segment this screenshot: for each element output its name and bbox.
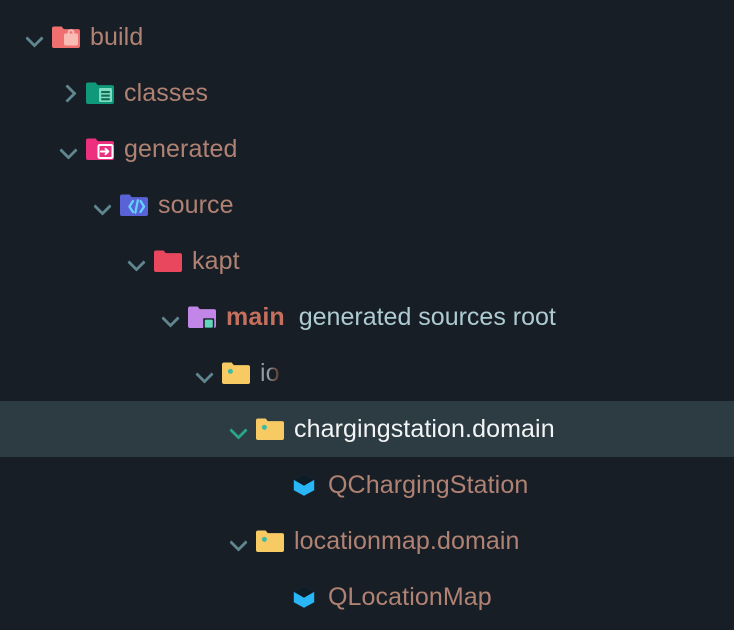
tree-row-main[interactable]: main generated sources root [0,289,734,345]
class-cube-icon [289,470,319,500]
tree-row-label: QLocationMap [328,582,492,611]
tree-row-annotation: generated sources root [298,302,556,331]
tree-row-label-group: kapt [192,247,240,276]
tree-row-label: kapt [192,246,240,275]
folder-package-icon [255,526,285,556]
tree-row-kapt[interactable]: kapt [0,233,734,289]
tree-row-classes[interactable]: classes [0,65,734,121]
tree-row-label: main [226,302,285,331]
tree-row-label: source [158,190,234,219]
tree-row-label: classes [124,78,209,107]
tree-row-label-group: QLocationMap [328,583,492,612]
tree-row-label-group: io [260,359,280,388]
tree-row-label-group: generated [124,135,238,164]
chevron-down-icon[interactable] [157,304,183,330]
chevron-placeholder [259,584,285,610]
chevron-down-icon[interactable] [225,416,251,442]
tree-row-build[interactable]: build [0,9,734,65]
tree-row-label-group: chargingstation.domain [294,415,555,444]
tree-row-label-group: classes [124,79,208,108]
folder-main-icon [187,302,217,332]
chevron-down-icon[interactable] [55,136,81,162]
folder-package-icon [255,414,285,444]
chevron-right-icon[interactable] [55,80,81,106]
chevron-down-icon[interactable] [21,24,47,50]
tree-row-source[interactable]: source [0,177,734,233]
folder-kapt-icon [153,246,183,276]
tree-row-label-group: locationmap.domain [294,527,520,556]
tree-row-label: chargingstation.domain [294,414,555,443]
tree-row-qlocationmap[interactable]: QLocationMap [0,569,734,625]
chevron-down-icon[interactable] [225,528,251,554]
class-cube-icon [289,582,319,612]
chevron-down-icon[interactable] [123,248,149,274]
tree-row-label-group: main generated sources root [226,303,556,332]
folder-package-icon [221,358,251,388]
tree-row-label: locationmap.domain [294,526,520,555]
tree-row-label-group: QChargingStation [328,471,528,500]
tree-row-locationmap-domain[interactable]: locationmap.domain [0,513,734,569]
chevron-down-icon[interactable] [191,360,217,386]
chevron-down-icon[interactable] [89,192,115,218]
tree-row-label: build [90,22,144,51]
tree-row-io[interactable]: io [0,345,734,401]
chevron-placeholder [259,472,285,498]
tree-row-label: generated [124,134,238,163]
folder-classes-icon [85,78,115,108]
tree-row-label-group: source [158,191,234,220]
tree-row-label: QChargingStation [328,470,529,499]
folder-build-icon [51,22,81,52]
tree-row-label: io [260,358,280,387]
tree-row-label-group: build [90,23,143,52]
folder-generated-icon [85,134,115,164]
folder-source-icon [119,190,149,220]
tree-row-chargingstation-domain[interactable]: chargingstation.domain [0,401,734,457]
tree-row-generated[interactable]: generated [0,121,734,177]
tree-row-qchargingstation[interactable]: QChargingStation [0,457,734,513]
